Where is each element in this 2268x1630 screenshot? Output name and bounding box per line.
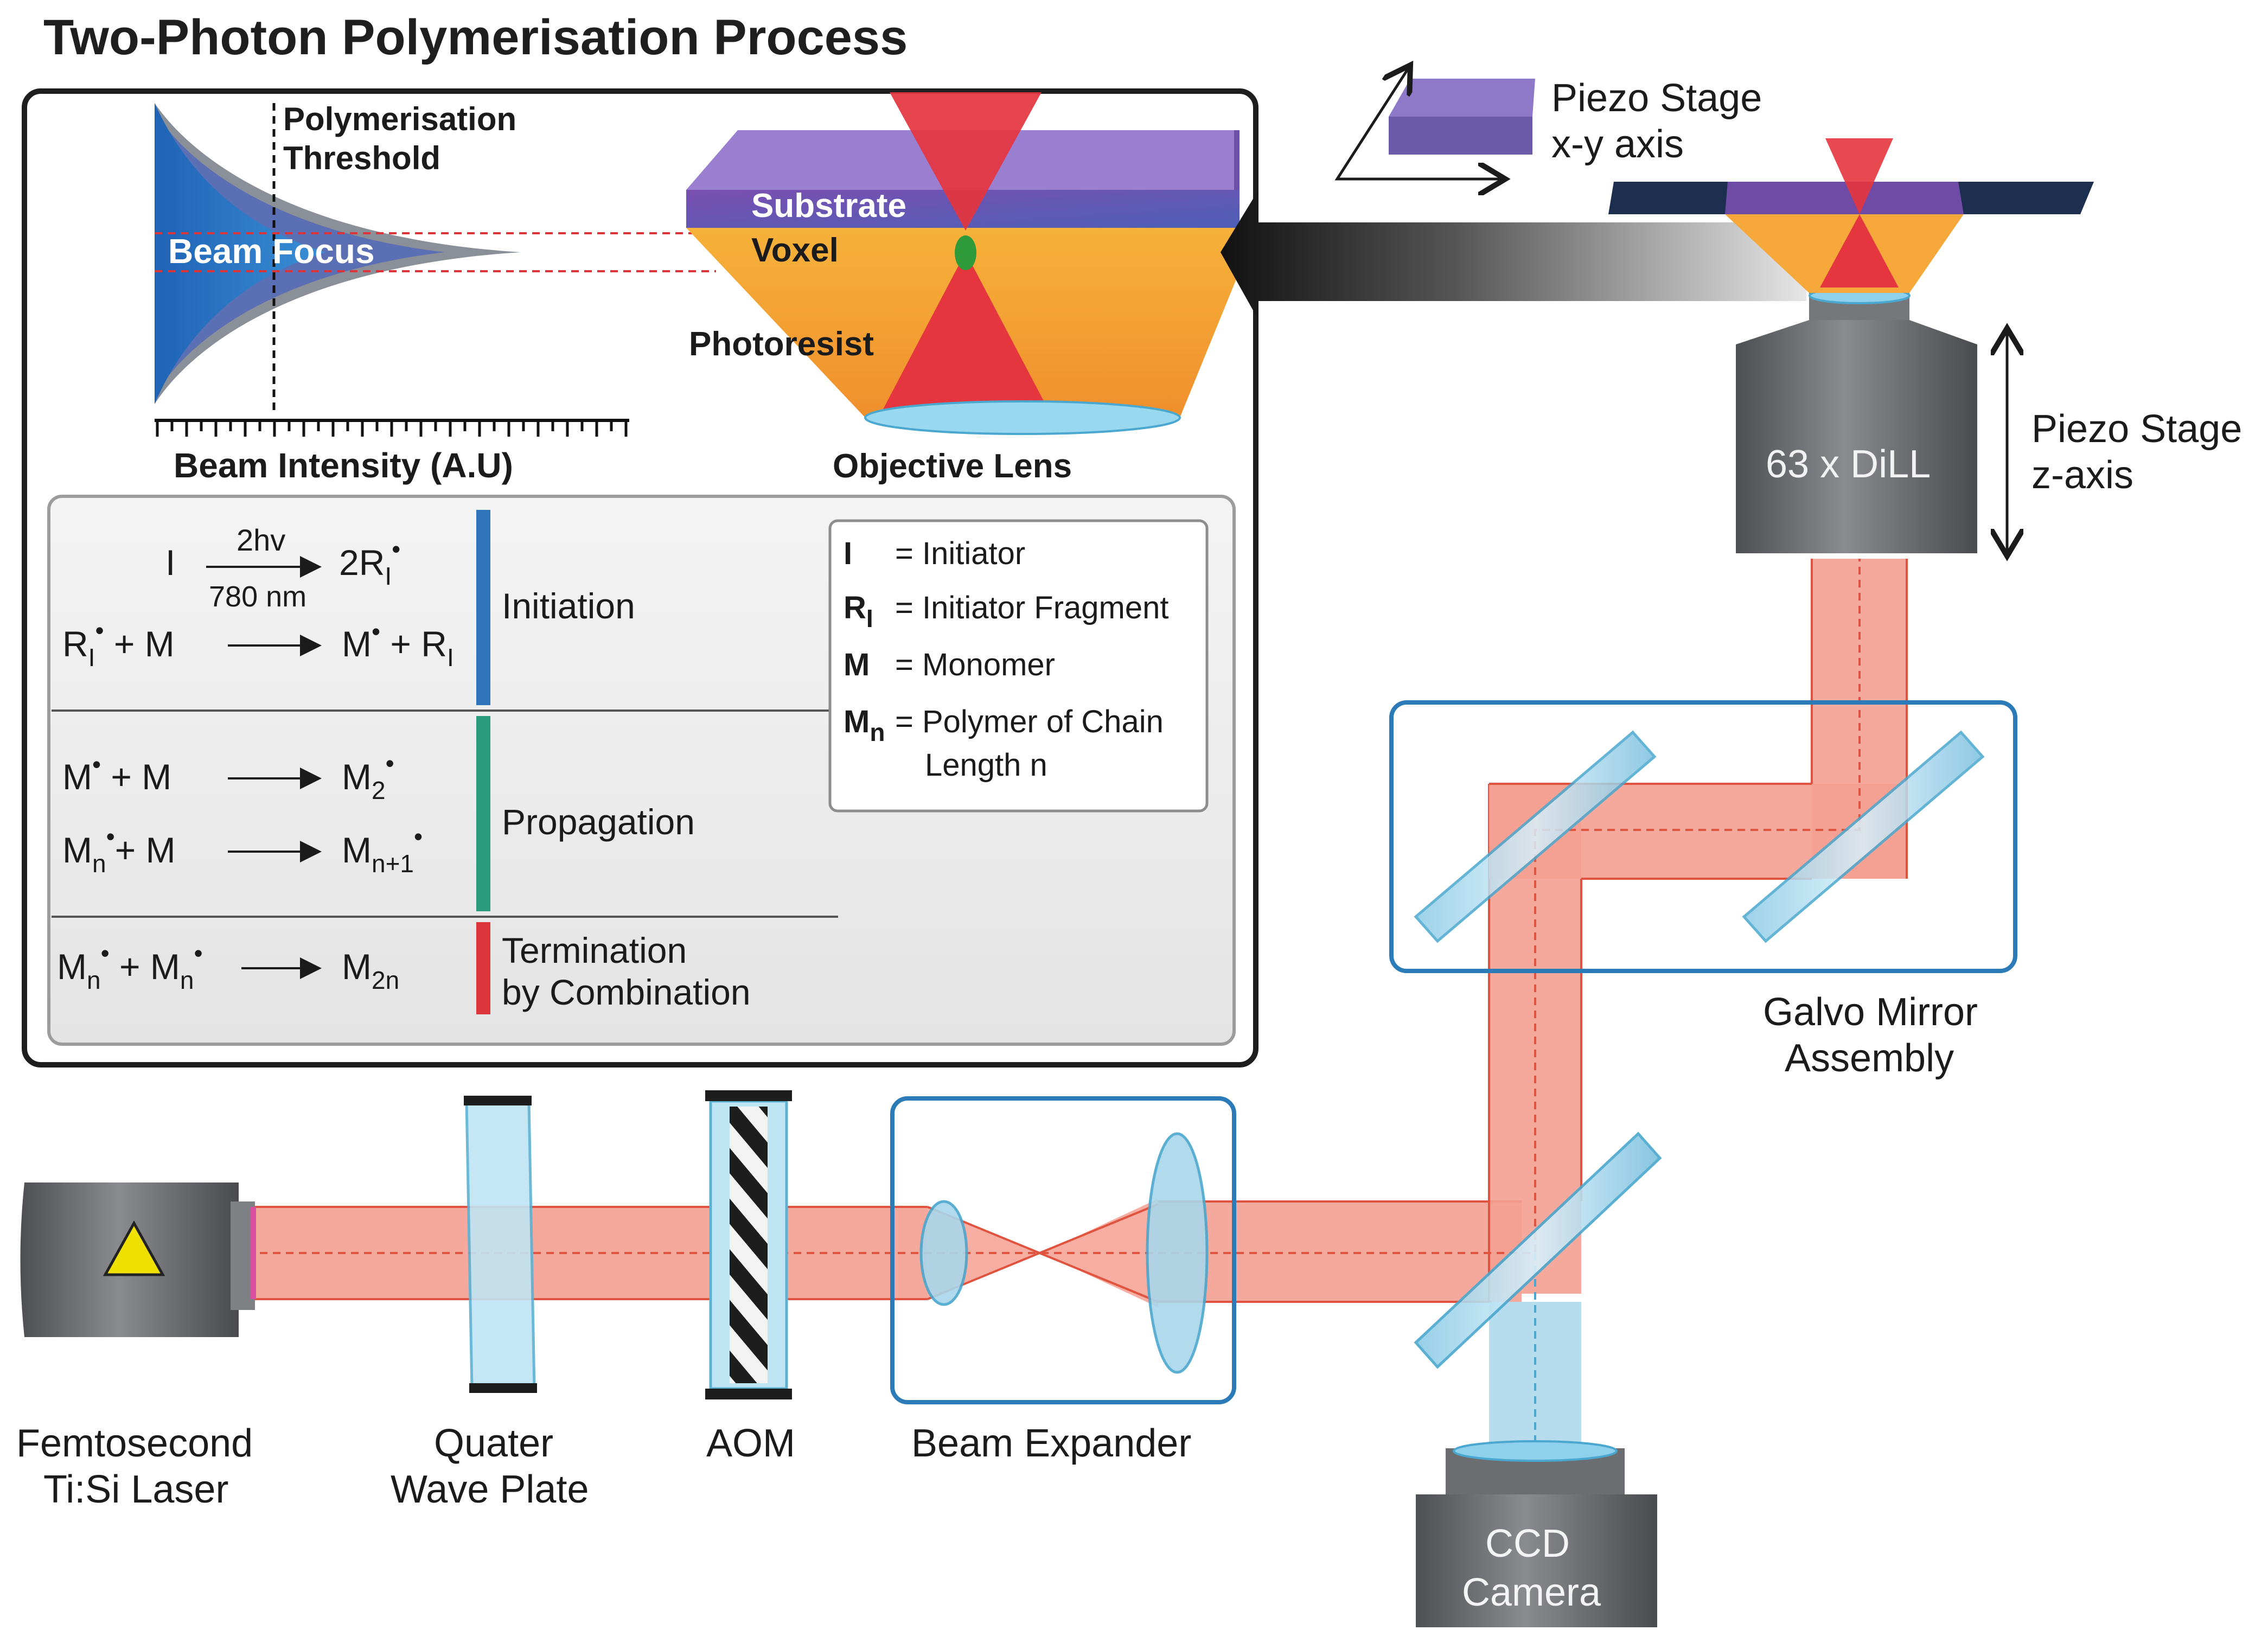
legend-entry-initiator-fragment: RI = Initiator Fragment [844, 590, 1169, 632]
piezo-xy-label-1: Piezo Stage [1551, 76, 1762, 120]
threshold-label-2: Threshold [283, 140, 440, 176]
focus-cone-illustration [686, 92, 1240, 435]
legend-entry-initiator: I = Initiator [844, 536, 1025, 571]
expander-lens-small [919, 1200, 968, 1306]
quarter-wave-plate [464, 1096, 537, 1393]
svg-text:M• + M: M• + M [62, 750, 171, 797]
legend-box [828, 519, 1209, 813]
expander-label: Beam Expander [911, 1422, 1191, 1465]
svg-text:2RI•: 2RI• [339, 535, 400, 590]
galvo-label-2: Assembly [1785, 1037, 1954, 1080]
ccd-camera [1416, 1440, 1657, 1627]
piezo-xy-label-2: x-y axis [1551, 123, 1684, 166]
voxel-label: Voxel [751, 232, 839, 269]
objective-lens-label: Objective Lens [833, 448, 1072, 485]
beam-intensity-label: Beam Intensity (A.U) [174, 446, 513, 485]
svg-text:RI: RI [844, 590, 873, 632]
arrow-label-780nm: 780 nm [209, 580, 306, 613]
svg-text:M• + RI: M• + RI [342, 617, 454, 672]
expander-lens-large [1146, 1132, 1209, 1374]
laser-warning-icon [103, 1220, 165, 1276]
galvo-label-1: Galvo Mirror [1763, 990, 1978, 1034]
stage-laser-upper [1825, 138, 1893, 214]
laser-cone-upper [890, 92, 1042, 231]
beam-intensity-profile [155, 103, 716, 412]
threshold-label-1: Polymerisation [283, 101, 516, 137]
svg-text:Mn• + Mn•: Mn• + Mn• [57, 939, 203, 994]
photoresist-label: Photoresist [689, 325, 874, 363]
initiation-bar [476, 510, 490, 705]
objective-63x [1736, 287, 1977, 553]
legend-entry-polymer: Mn = Polymer of Chain Length n [844, 704, 1164, 783]
figure-title: Two-Photon Polymerisation Process [43, 10, 908, 65]
laser-cone-lower [881, 252, 1050, 412]
objective-label: 63 x DiLL [1766, 443, 1931, 486]
beam-focus-label: Beam Focus [168, 232, 375, 271]
equation-termination: Mn• + Mn• M2n [57, 939, 399, 994]
intensity-axis [155, 419, 629, 437]
svg-text:= Initiator: = Initiator [895, 536, 1025, 571]
voxel-shape [955, 235, 976, 270]
equation-initiation-1: I 2hv 780 nm 2RI• [165, 523, 400, 613]
galvo-mirror-1 [1414, 730, 1657, 943]
galvo-assembly-frame [1389, 700, 2017, 973]
svg-text:Mn: Mn [844, 704, 885, 746]
waveplate-label-2: Wave Plate [391, 1468, 589, 1511]
galvo-mirror-2 [1742, 730, 1985, 943]
termination-bar [476, 922, 490, 1014]
beam-expander-frame [890, 1096, 1236, 1404]
piezo-xy-stage [1334, 65, 1535, 179]
svg-text:M: M [844, 647, 870, 682]
aom-label: AOM [706, 1422, 795, 1465]
svg-text:= Initiator Fragment: = Initiator Fragment [895, 590, 1169, 625]
initiation-label: Initiation [502, 586, 635, 626]
termination-label-1: Termination [502, 930, 687, 970]
magnify-arrow [1221, 190, 1806, 320]
ccd-label-1: CCD [1485, 1522, 1570, 1565]
propagation-bar [476, 716, 490, 911]
propagation-label: Propagation [502, 802, 695, 842]
svg-text:= Polymer of Chain: = Polymer of Chain [895, 704, 1164, 739]
arrow-label-2hv: 2hv [237, 523, 285, 557]
legend-entry-monomer: M = Monomer [844, 647, 1055, 682]
svg-text:= Monomer: = Monomer [895, 647, 1055, 682]
substrate-label: Substrate [751, 187, 906, 225]
laser-label-2: Ti:Si Laser [43, 1468, 228, 1511]
svg-text:I: I [165, 542, 175, 583]
piezo-z-label-2: z-axis [2031, 453, 2133, 497]
dichroic-mirror [1414, 1132, 1662, 1369]
waveplate-label-1: Quater [434, 1422, 553, 1465]
equation-propagation-1: M• + M M2• [62, 749, 394, 804]
stage-laser-lower [1820, 214, 1899, 287]
svg-text:I: I [844, 536, 852, 571]
svg-text:M2n: M2n [342, 947, 399, 994]
svg-text:M2•: M2• [342, 749, 394, 804]
objective-lens-glass [864, 400, 1181, 435]
svg-text:RI• + M: RI• + M [62, 616, 175, 672]
piezo-z-label-1: Piezo Stage [2031, 407, 2242, 451]
svg-text:Length n: Length n [925, 747, 1047, 783]
femtosecond-laser [20, 1182, 256, 1337]
termination-label-2: by Combination [502, 972, 751, 1012]
aom-modulator [705, 1090, 792, 1399]
svg-text:Mn•+ M: Mn•+ M [62, 822, 176, 878]
ccd-label-2: Camera [1462, 1571, 1601, 1614]
sample-stage [1608, 138, 2094, 293]
equation-initiation-2: RI• + M M• + RI [62, 616, 454, 672]
laser-label-1: Femtosecond [16, 1422, 253, 1465]
